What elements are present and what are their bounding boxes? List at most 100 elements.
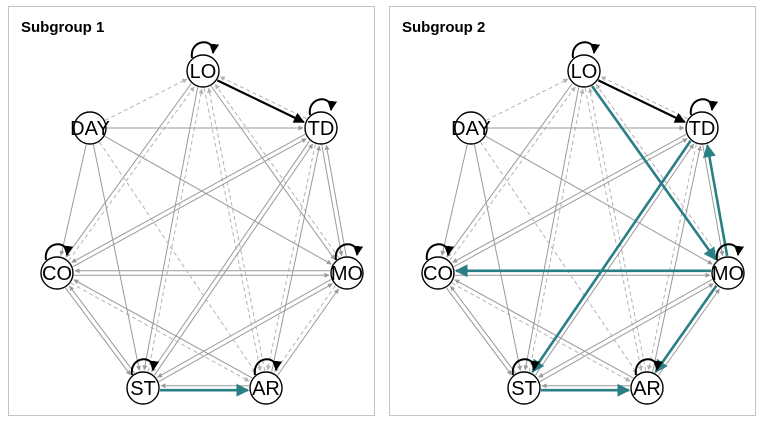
- node-label: LO: [190, 61, 217, 83]
- edge-td-to-mo: [702, 145, 725, 257]
- self-loop-co: [425, 243, 455, 261]
- node-label: CO: [42, 263, 72, 285]
- edge-day-to-lo: [104, 78, 188, 121]
- node-circle: [454, 111, 488, 145]
- edge-day-to-lo: [485, 78, 569, 121]
- node-td: TD: [304, 98, 338, 145]
- node-mo: MO: [711, 243, 745, 290]
- node-st: ST: [507, 358, 541, 405]
- highlight-edges-layer: [160, 79, 305, 397]
- edge-lo-to-co: [65, 83, 192, 258]
- self-loop-st: [511, 358, 541, 376]
- edge-co-to-lo: [449, 86, 576, 261]
- node-circle: [567, 54, 601, 88]
- node-label: CO: [423, 263, 453, 285]
- edge-td-to-mo: [321, 145, 344, 257]
- edge-ar-to-td: [652, 145, 702, 372]
- node-circle: [126, 371, 160, 405]
- edge-ar-to-td: [271, 145, 321, 372]
- node-label: AR: [252, 378, 280, 400]
- edge-st-to-mo: [158, 283, 333, 383]
- panel-title: Subgroup 2: [402, 19, 486, 36]
- edge-mo-to-ar: [654, 284, 718, 374]
- node-circle: [304, 111, 338, 145]
- edge-mo-to-lo: [214, 83, 340, 259]
- edge-ar-to-lo: [207, 87, 266, 371]
- edge-st-to-lo: [147, 88, 204, 372]
- node-lo: LO: [567, 41, 601, 88]
- edge-ar-to-mo: [658, 288, 720, 376]
- edge-day-to-co: [440, 144, 468, 256]
- node-day: DAY: [451, 111, 491, 145]
- self-loop-ar: [253, 358, 283, 376]
- edge-co-to-td: [453, 138, 688, 268]
- node-label: ST: [130, 378, 156, 400]
- edge-lo-to-mo: [210, 85, 336, 261]
- edge-td-to-ar: [266, 144, 316, 371]
- edge-co-to-td: [72, 138, 307, 268]
- edge-co-to-st: [65, 287, 131, 376]
- node-st: ST: [126, 358, 160, 405]
- self-loop-td: [689, 98, 719, 116]
- edge-ar-to-co: [73, 279, 253, 379]
- nodes-layer: LO TD MO AR ST CO DAY: [421, 41, 745, 405]
- self-loop-lo: [190, 41, 220, 59]
- node-label: DAY: [451, 118, 491, 140]
- panel-title: Subgroup 1: [21, 19, 105, 36]
- self-loop-ar: [634, 358, 664, 376]
- node-label: ST: [511, 378, 537, 400]
- edge-day-to-st: [92, 144, 141, 371]
- edge-st-to-mo: [539, 283, 714, 383]
- self-loop-mo: [715, 243, 745, 261]
- edge-ar-to-co: [454, 279, 634, 379]
- node-label: TD: [308, 118, 335, 140]
- edge-st-to-lo: [528, 88, 585, 372]
- edge-mo-to-ar: [274, 285, 336, 373]
- edge-day-to-ar: [480, 141, 638, 374]
- network-diagram: LO TD MO AR ST CO DAY: [421, 41, 745, 405]
- edge-day-to-mo: [485, 135, 713, 265]
- edge-lo-to-co: [446, 83, 573, 258]
- node-circle: [249, 371, 283, 405]
- edge-day-to-ar: [99, 141, 257, 374]
- edge-day-to-co: [59, 144, 87, 256]
- edge-mo-to-st: [157, 278, 332, 378]
- edge-td-to-st: [531, 140, 692, 373]
- node-lo: LO: [186, 41, 220, 88]
- node-td: TD: [685, 98, 719, 145]
- edge-st-to-td: [535, 143, 695, 376]
- edges-layer: [59, 76, 347, 389]
- edge-td-to-co: [71, 133, 306, 263]
- node-circle: [186, 54, 220, 88]
- edges-layer: [440, 76, 725, 389]
- network-diagram: LO TD MO AR ST CO DAY: [40, 41, 364, 405]
- edge-td-to-ar: [647, 144, 697, 371]
- node-circle: [421, 256, 455, 290]
- self-loop-st: [130, 358, 160, 376]
- highlight-edges-layer: [454, 79, 729, 397]
- edge-mo-to-lo: [595, 83, 721, 259]
- node-label: TD: [689, 118, 716, 140]
- edge-day-to-st: [473, 144, 522, 371]
- node-circle: [711, 256, 745, 290]
- edge-mo-to-td: [703, 144, 729, 257]
- subgroup-2-panel: Subgroup 2 LO TD MO AR ST CO DAY: [389, 6, 756, 416]
- node-label: AR: [633, 378, 661, 400]
- edge-ar-to-lo: [588, 87, 647, 371]
- edge-co-to-ar: [451, 282, 631, 382]
- node-label: LO: [571, 61, 598, 83]
- self-loop-co: [44, 243, 74, 261]
- edge-mo-to-st: [538, 278, 713, 378]
- nodes-layer: LO TD MO AR ST CO DAY: [40, 41, 364, 405]
- edge-lo-to-ar: [203, 88, 262, 372]
- subgroup-1-panel: Subgroup 1 LO TD MO AR ST CO DAY: [8, 6, 375, 416]
- self-loop-td: [308, 98, 338, 116]
- edge-lo-to-td: [216, 79, 305, 124]
- node-label: DAY: [70, 118, 110, 140]
- node-label: MO: [331, 263, 363, 285]
- edge-td-to-lo: [219, 76, 307, 120]
- edge-td-to-co: [452, 133, 687, 263]
- node-circle: [685, 111, 719, 145]
- edge-st-to-td: [154, 143, 314, 376]
- node-ar: AR: [249, 358, 283, 405]
